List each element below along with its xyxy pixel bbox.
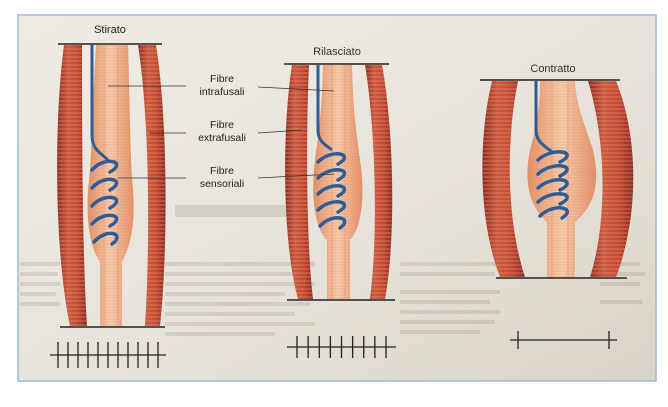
label-intrafusali-line2: intrafusali [200, 86, 245, 98]
panel-contratto [480, 79, 634, 349]
sensory-nerve [316, 65, 333, 152]
title-contratto: Contratto [530, 63, 575, 75]
label-extrafusali-line2: extrafusali [198, 132, 246, 144]
sensory-coil [90, 159, 119, 246]
faded-background-text [20, 205, 645, 336]
panel-stirato [50, 43, 166, 368]
panel-titles: Stirato Rilasciato Contratto [94, 24, 576, 75]
label-extrafusali-line1: Fibre [210, 119, 234, 131]
label-sensoriali-line1: Fibre [210, 165, 234, 177]
label-intrafusali-line1: Fibre [210, 73, 234, 85]
title-stirato: Stirato [94, 24, 126, 36]
callout-leader-lines [108, 85, 335, 179]
panel-rilasciato [284, 63, 396, 358]
title-rilasciato: Rilasciato [313, 46, 361, 58]
label-sensoriali-line2: sensoriali [200, 178, 244, 190]
sensory-nerve [534, 81, 553, 154]
callout-labels: Fibre intrafusali Fibre extrafusali Fibr… [198, 73, 246, 190]
sensory-nerve [90, 45, 110, 162]
sensory-coil [536, 150, 570, 220]
